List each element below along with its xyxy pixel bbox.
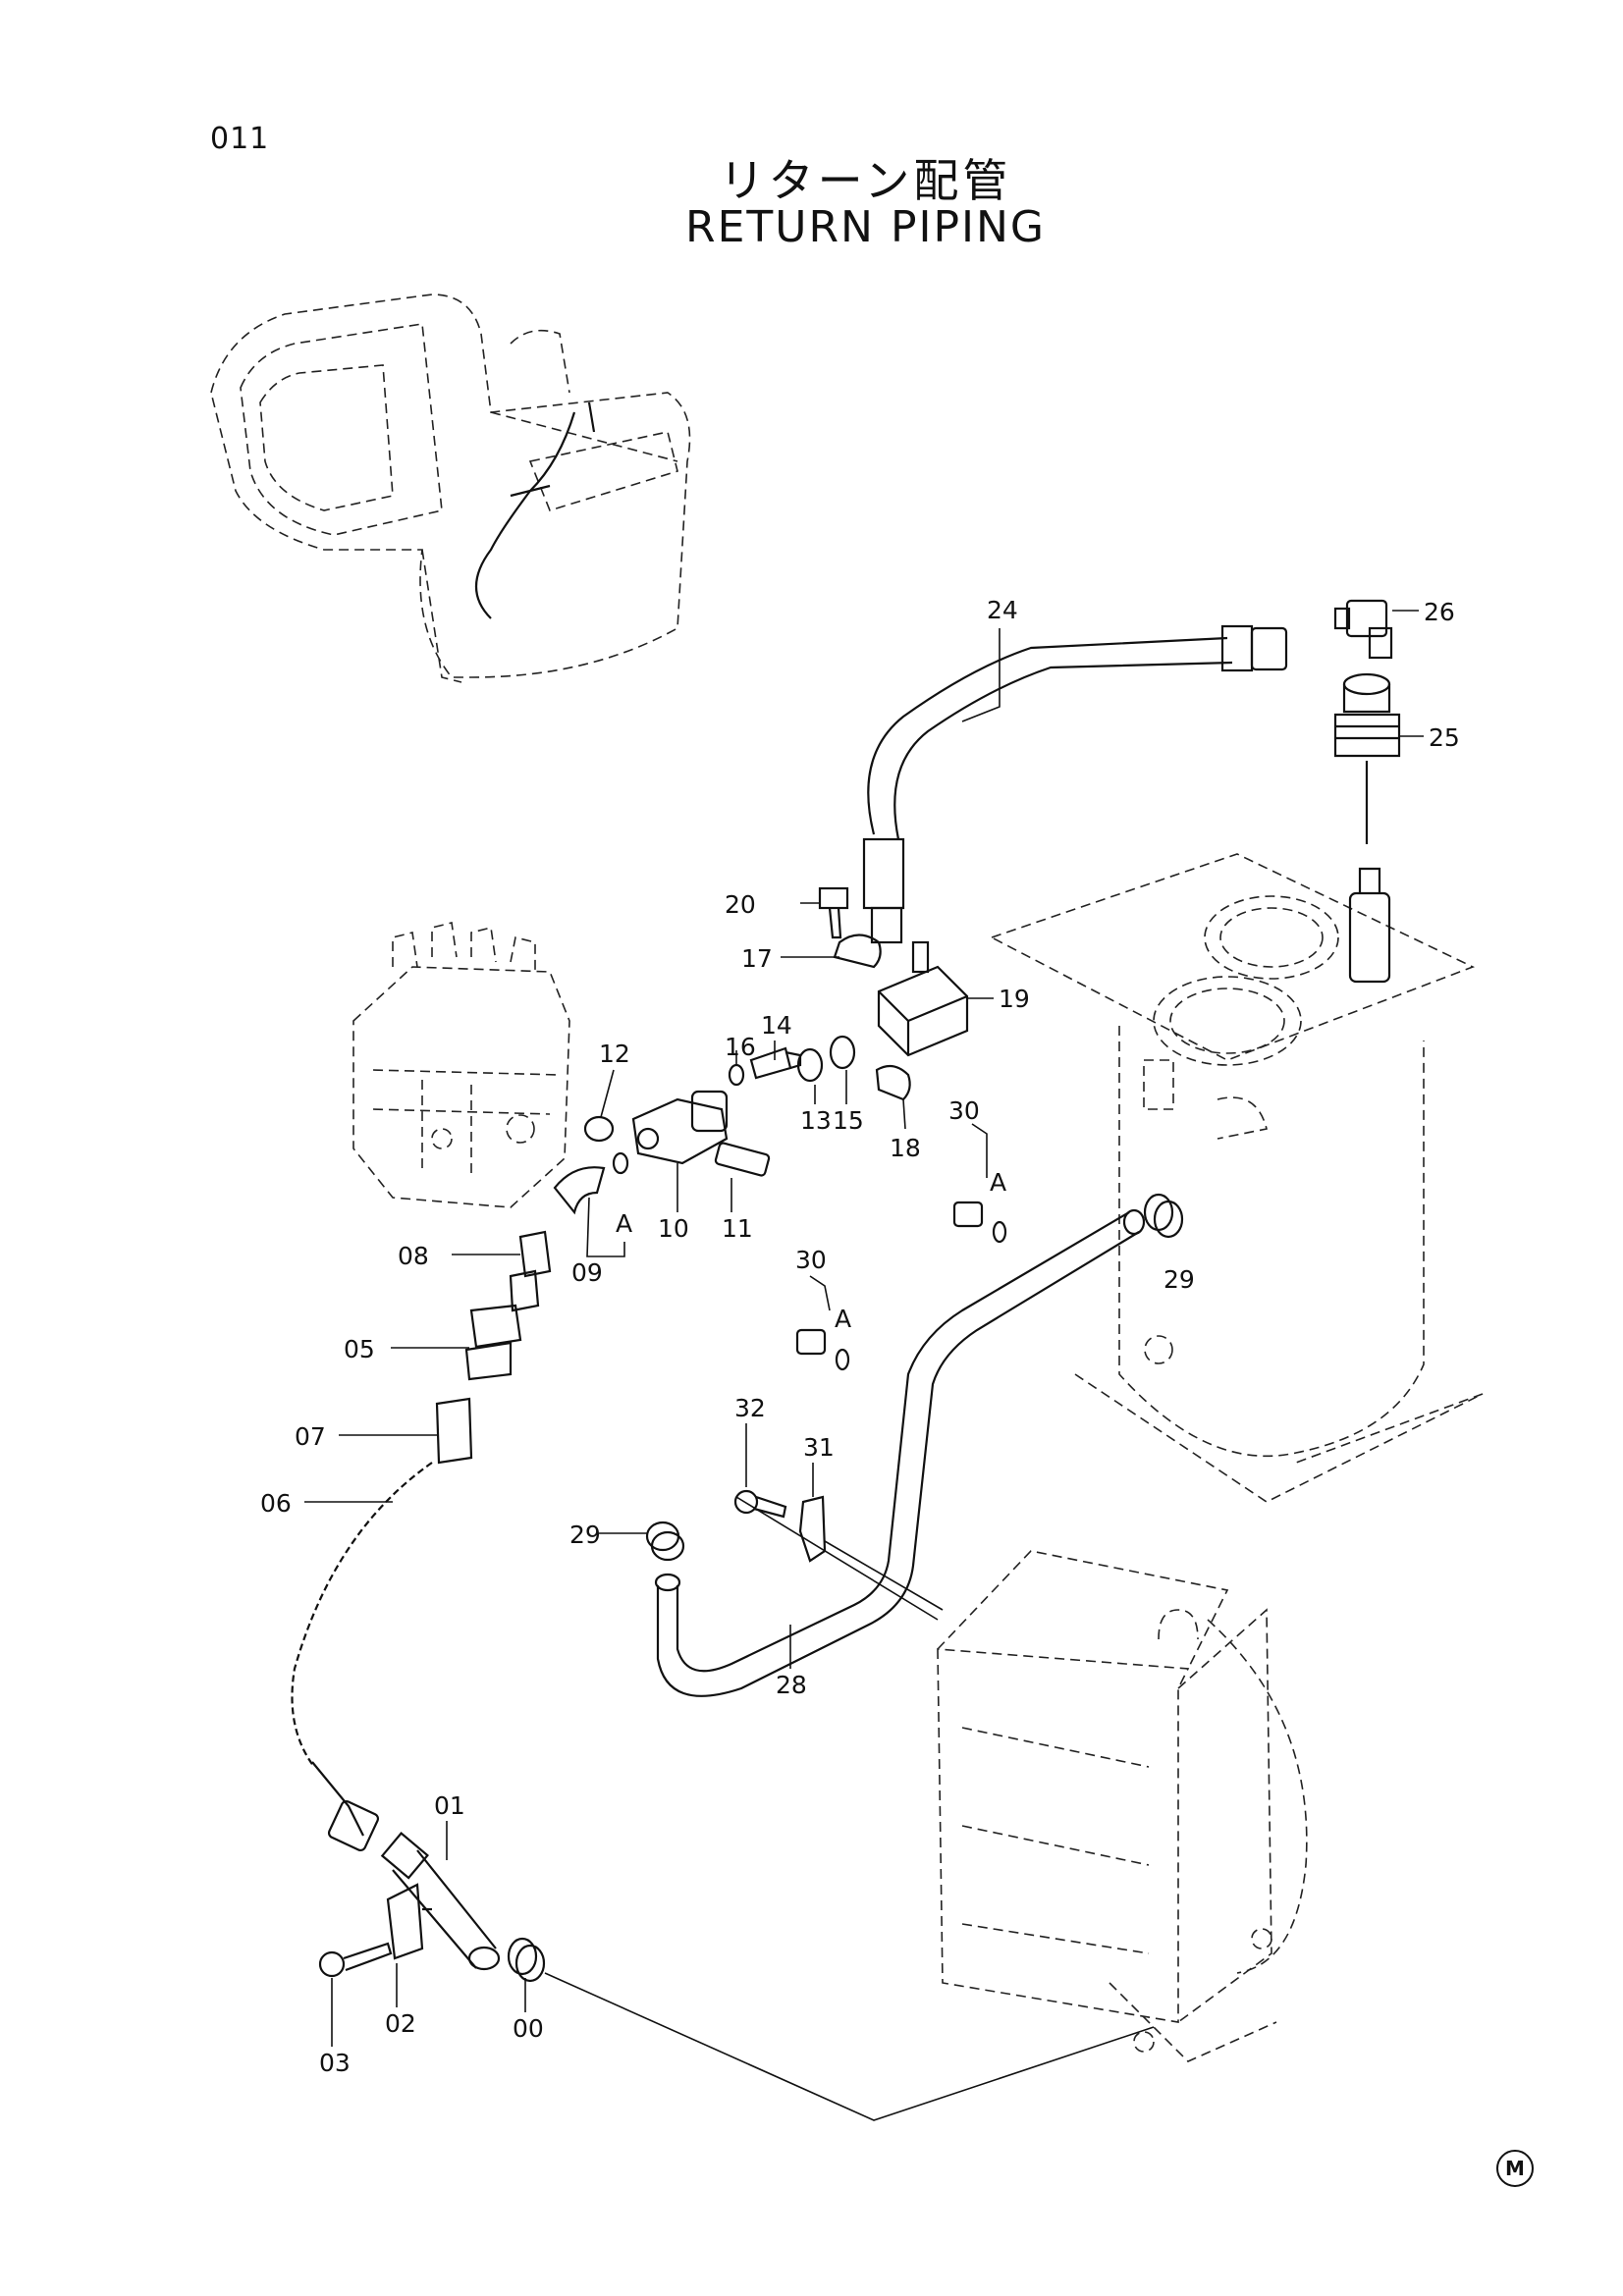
pipe-01 (380, 1832, 501, 1971)
o-ring-12 (583, 1115, 615, 1143)
callout-29-lower: 29 (569, 1521, 601, 1549)
callout-07: 07 (295, 1422, 326, 1451)
plug-30-upper (952, 1201, 1007, 1244)
callout-30-upper: 30 (948, 1096, 980, 1125)
callout-24: 24 (987, 596, 1018, 624)
callout-09: 09 (571, 1258, 603, 1287)
callout-19: 19 (999, 985, 1030, 1013)
callout-06: 06 (260, 1489, 292, 1518)
callout-11: 11 (722, 1214, 753, 1243)
return-pipe-28 (654, 1208, 1146, 1697)
hose-fitting-08 (509, 1230, 552, 1312)
callout-a-middle: A (616, 1209, 632, 1238)
o-ring-16 (728, 1063, 745, 1087)
plug-30-lower (795, 1328, 850, 1371)
bolt-32 (733, 1489, 787, 1519)
callout-25: 25 (1429, 723, 1460, 752)
page-number: 011 (210, 122, 270, 156)
callout-31: 31 (803, 1433, 835, 1462)
callout-16: 16 (725, 1033, 756, 1061)
diagram-title-english: RETURN PIPING (685, 202, 1046, 252)
callout-08: 08 (398, 1242, 429, 1270)
adapter-block-19 (877, 940, 969, 1057)
callout-30-lower: 30 (795, 1246, 827, 1274)
clamp-17 (833, 934, 882, 969)
hose-fitting-05 (464, 1304, 522, 1381)
hose-band-29-lower (645, 1521, 685, 1562)
clamp-31 (798, 1495, 827, 1563)
diagram-title-japanese: リターン配管 (719, 154, 1012, 207)
corner-mark: M (1496, 2150, 1534, 2187)
callout-05: 05 (344, 1335, 375, 1363)
washer-13 (796, 1047, 824, 1083)
clamp-02 (386, 1883, 432, 1960)
callout-26: 26 (1424, 598, 1455, 626)
callout-a-lower: A (835, 1305, 851, 1333)
hose-band-00 (507, 1937, 546, 1983)
excavator-overview-illustration (210, 294, 691, 683)
callout-labels: 24 26 25 20 17 19 14 16 12 13 15 18 30 A… (260, 596, 1460, 2077)
callout-03: 03 (319, 2049, 351, 2077)
callout-29-upper: 29 (1163, 1265, 1195, 1294)
callout-10: 10 (658, 1214, 689, 1243)
socket-bolt-11 (714, 1142, 771, 1177)
elbow-09 (553, 1166, 606, 1215)
elbow-fitting-26 (1333, 599, 1393, 660)
hose-band-29-upper (1143, 1193, 1184, 1239)
callout-32: 32 (734, 1394, 766, 1422)
bolt-03 (318, 1942, 393, 1978)
clamp-18 (875, 1064, 911, 1101)
bolt-20 (818, 886, 849, 939)
callout-12: 12 (599, 1040, 630, 1068)
callout-18: 18 (890, 1134, 921, 1162)
callout-15: 15 (833, 1106, 864, 1135)
hydraulic-tank-illustration (989, 853, 1484, 1503)
control-valve-illustration (352, 922, 570, 1208)
callout-14: 14 (761, 1011, 792, 1040)
callout-01: 01 (434, 1791, 465, 1820)
flange-10 (631, 1090, 729, 1165)
callout-02: 02 (385, 2009, 416, 2038)
callout-13: 13 (800, 1106, 832, 1135)
callout-a-upper: A (990, 1168, 1006, 1197)
return-hose-06 (291, 1462, 433, 1852)
callout-20: 20 (725, 890, 756, 919)
tank-adapter-25 (1333, 672, 1401, 844)
fitting-14 (749, 1046, 802, 1080)
callout-00: 00 (513, 2014, 544, 2043)
callout-17: 17 (741, 944, 773, 973)
callout-28: 28 (776, 1671, 807, 1699)
return-hose-24 (862, 624, 1288, 944)
o-ring-a-upper (612, 1151, 629, 1175)
leader-lines (304, 610, 1424, 2121)
ring-15 (829, 1035, 856, 1070)
oil-cooler-illustration (937, 1550, 1308, 2062)
hose-fitting-07 (435, 1397, 473, 1465)
